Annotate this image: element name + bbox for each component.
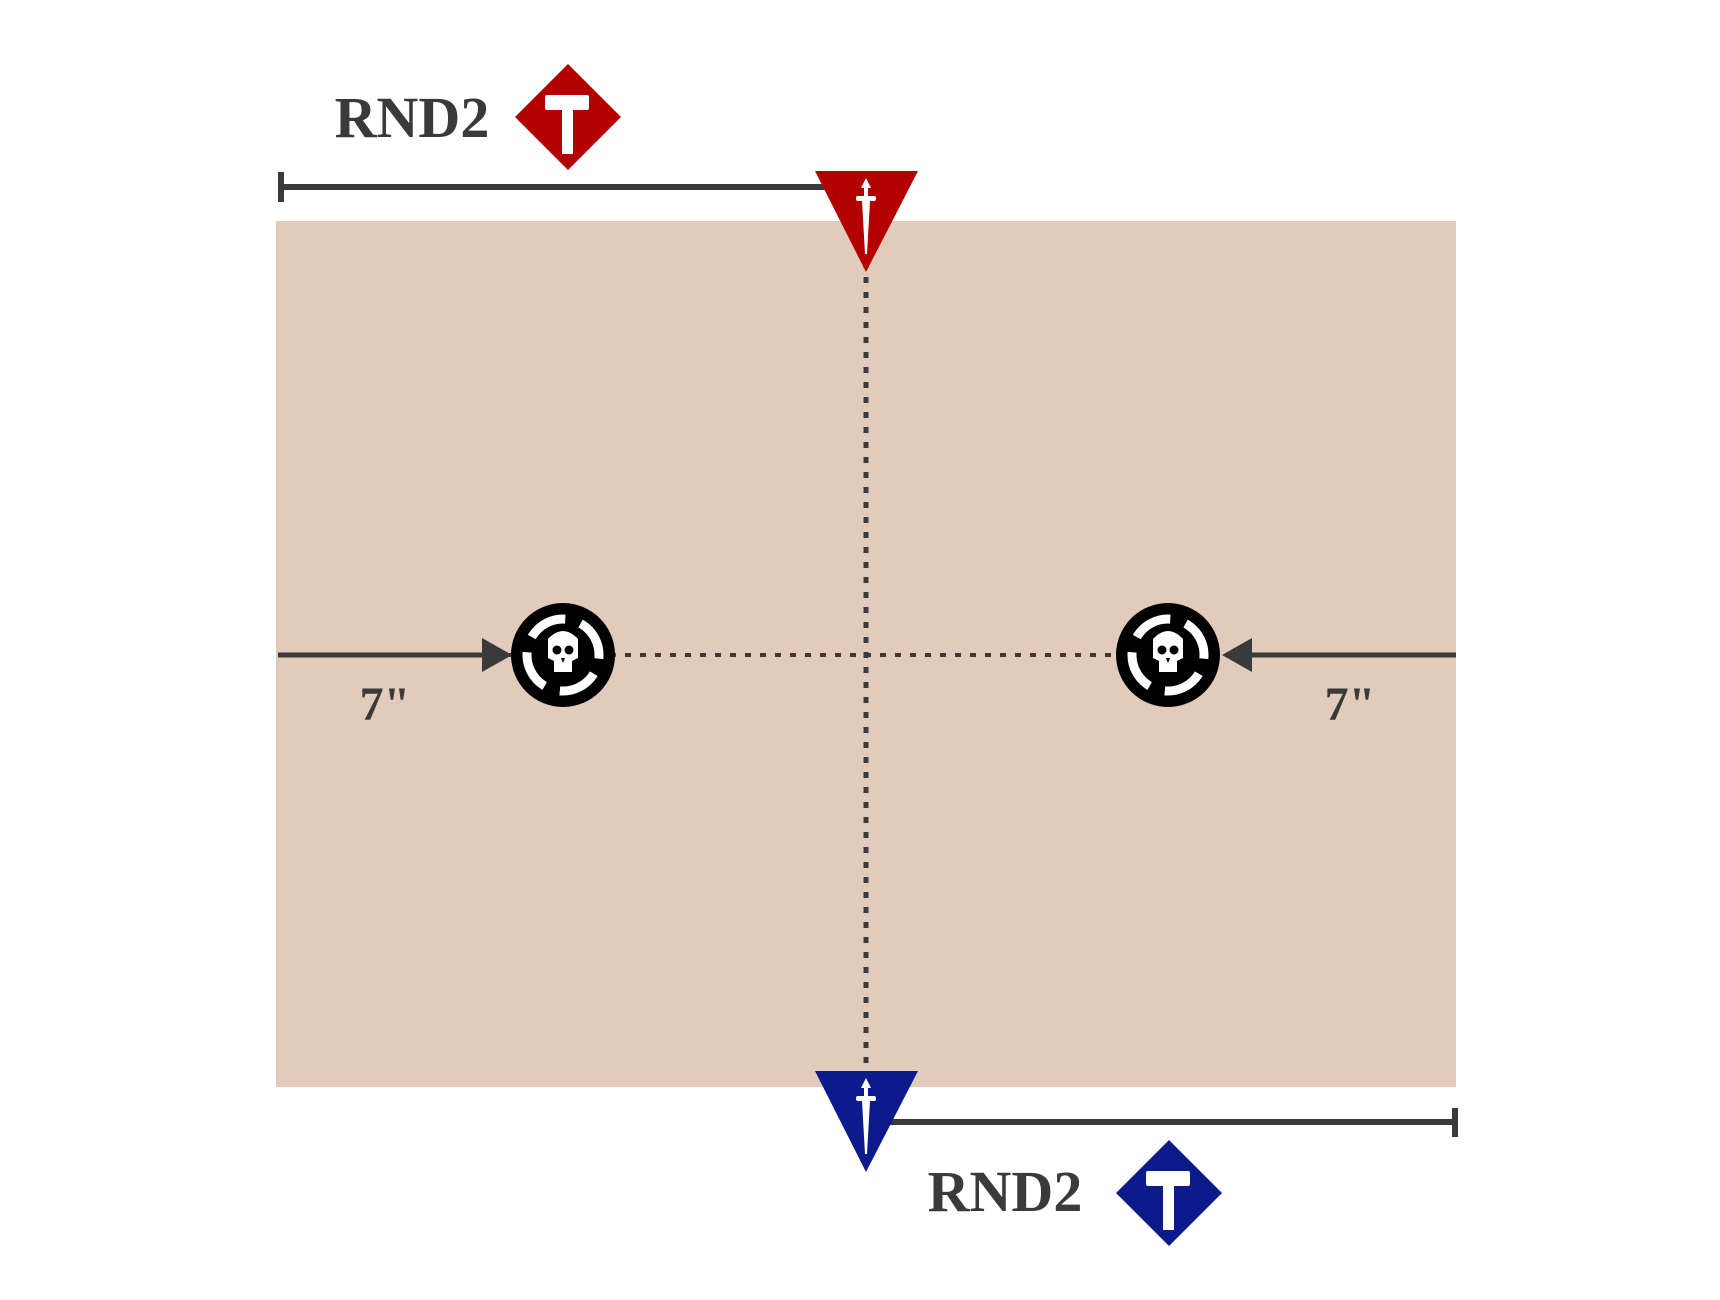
right-objective-token	[1116, 603, 1220, 707]
right-distance-label: 7"	[1325, 678, 1376, 731]
hammer-icon	[545, 95, 589, 154]
bottom-round-badge	[1116, 1140, 1222, 1246]
top-round-label: RND2	[335, 85, 490, 150]
skull-icon	[511, 603, 615, 707]
top-deployment-marker	[815, 171, 918, 272]
dagger-icon	[856, 178, 876, 254]
dagger-icon	[856, 1078, 876, 1154]
top-range-bracket	[278, 172, 840, 202]
top-round-badge	[515, 64, 621, 170]
left-objective-token	[511, 603, 615, 707]
hammer-icon	[1146, 1171, 1190, 1230]
right-distance-arrow	[1222, 638, 1456, 672]
left-distance-label: 7"	[360, 678, 411, 731]
bottom-range-bracket	[880, 1108, 1458, 1137]
left-distance-arrow	[278, 638, 512, 672]
skull-icon	[1116, 603, 1220, 707]
bottom-round-label: RND2	[928, 1159, 1083, 1224]
bottom-deployment-marker	[815, 1071, 918, 1172]
